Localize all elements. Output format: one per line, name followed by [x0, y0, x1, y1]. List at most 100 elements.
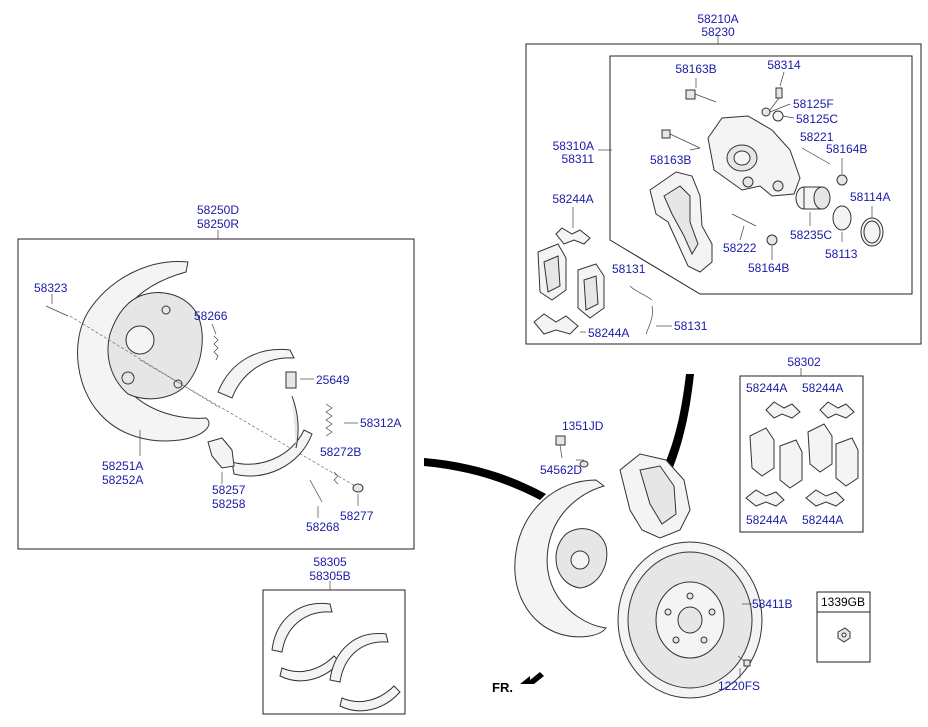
clip-58244a-top	[555, 227, 591, 245]
front-arrow-icon	[520, 672, 544, 684]
label-58305: 58305	[313, 555, 347, 569]
front-direction-label: FR.	[492, 680, 513, 695]
label-58266: 58266	[194, 309, 228, 323]
boot-58164b-bot	[766, 234, 778, 246]
seal-58113	[832, 205, 852, 231]
pointer-bar-top	[664, 374, 694, 470]
label-58222: 58222	[723, 241, 757, 255]
label-58131-b: 58131	[674, 319, 708, 333]
label-58164b-top: 58164B	[826, 142, 867, 156]
bleeder-58314	[769, 87, 783, 111]
label-58125f: 58125F	[793, 97, 834, 111]
pad-kit-box	[739, 375, 864, 533]
caliper-assembly-box	[525, 43, 922, 345]
shoe-kit-box	[262, 589, 406, 715]
label-25649: 25649	[316, 373, 350, 387]
pad-kit-clip-1	[765, 401, 801, 419]
label-58210a: 58210A	[697, 12, 738, 26]
label-58235c: 58235C	[790, 228, 832, 242]
parking-brake-box	[17, 238, 415, 550]
rotor-disc-58411b	[617, 541, 763, 699]
spring-58266	[213, 335, 219, 361]
pad-kit-clip-3	[745, 489, 785, 507]
label-58277: 58277	[340, 509, 374, 523]
backplate-plate	[107, 292, 203, 400]
label-58244a-pad-1: 58244A	[746, 381, 787, 395]
pad-kit-pad-2	[779, 439, 803, 489]
pointer-bar-left	[424, 458, 546, 500]
label-58302: 58302	[787, 355, 821, 369]
label-58311: 58311	[562, 152, 595, 166]
label-58244a-pad-4: 58244A	[802, 513, 843, 527]
label-58113: 58113	[825, 247, 858, 261]
label-58258: 58258	[212, 497, 246, 511]
label-58272b: 58272B	[320, 445, 361, 459]
clip-58244a-mid	[533, 313, 579, 335]
brake-shoe-lower	[231, 429, 313, 477]
label-58163b-top: 58163B	[675, 62, 716, 76]
assembled-view-group: 1351JD 54562D 58411B 1220FS	[424, 374, 792, 699]
bolt-58163b-top	[685, 89, 717, 103]
label-58114a: 58114A	[850, 190, 890, 204]
spring-58312a	[325, 403, 333, 437]
label-58125c: 58125C	[796, 112, 838, 126]
shoe-kit-group: 58305 58305B	[262, 555, 406, 715]
label-58163b-mid: 58163B	[650, 153, 691, 167]
shoe-kit-shoe-1	[271, 602, 333, 653]
pin-58221	[801, 147, 831, 165]
label-1220fs: 1220FS	[718, 679, 760, 693]
parking-brake-group: 58250D 58250R 58323 58266 25649 58312A	[17, 203, 415, 550]
boot-58164b-top	[836, 174, 848, 186]
pin-58222	[731, 213, 757, 227]
bolt-58163b-mid	[661, 129, 701, 149]
adjuster-25649	[285, 371, 297, 389]
pad-kit-clip-4	[805, 489, 845, 507]
caliper-subassembly-outline	[609, 55, 913, 295]
label-58305b: 58305B	[309, 569, 350, 583]
label-58310a: 58310A	[553, 139, 594, 153]
label-58221: 58221	[800, 130, 834, 144]
spring-58131-b	[645, 305, 653, 335]
spring-58131-a	[629, 285, 653, 301]
label-58268: 58268	[306, 520, 340, 534]
pad-kit-pad-4	[835, 437, 859, 487]
bolt-1351jd	[555, 435, 566, 459]
spring-58272b	[333, 471, 339, 485]
label-58244a-top: 58244A	[552, 192, 593, 206]
screw-1220fs	[737, 655, 751, 667]
label-1351jd: 1351JD	[562, 419, 604, 433]
label-58411b: 58411B	[752, 597, 792, 611]
caliper-assembly-group: 58210A 58230 58163B 58314 58125F 58125C	[525, 12, 922, 345]
label-58323: 58323	[34, 281, 68, 295]
assembled-backplate	[514, 479, 607, 638]
label-58131-a: 58131	[612, 262, 646, 276]
nut-box	[816, 591, 871, 663]
label-58244a-pad-3: 58244A	[746, 513, 787, 527]
label-1339gb: 1339GB	[821, 595, 865, 609]
washer-54562d	[579, 460, 589, 468]
label-54562d: 54562D	[540, 463, 582, 477]
shoe-kit-shoe-4	[339, 685, 401, 712]
label-58312a: 58312A	[360, 416, 401, 430]
pad-kit-group: 58302 58244A 58244A 58244A 58244A	[739, 355, 864, 533]
brake-shoe-upper	[217, 348, 295, 399]
pin-58268	[309, 479, 323, 503]
label-58257: 58257	[212, 483, 246, 497]
pad-kit-pad-3	[807, 423, 833, 473]
bolt-58323	[45, 305, 69, 317]
shoe-kit-shoe-3	[329, 633, 389, 683]
lever-58257	[207, 437, 235, 469]
nut-group: 1339GB	[816, 591, 871, 663]
label-58252a: 58252A	[102, 473, 143, 487]
cap-58125f	[761, 107, 771, 117]
label-58251a: 58251A	[102, 459, 143, 473]
label-58230: 58230	[701, 25, 735, 39]
label-58250r: 58250R	[197, 217, 239, 231]
cap-58125c	[772, 110, 784, 122]
label-58314: 58314	[767, 58, 801, 72]
piston-58235c	[795, 186, 831, 210]
cup-58277	[352, 483, 364, 493]
pad-kit-pad-1	[749, 427, 775, 477]
label-58250d: 58250D	[197, 203, 239, 217]
